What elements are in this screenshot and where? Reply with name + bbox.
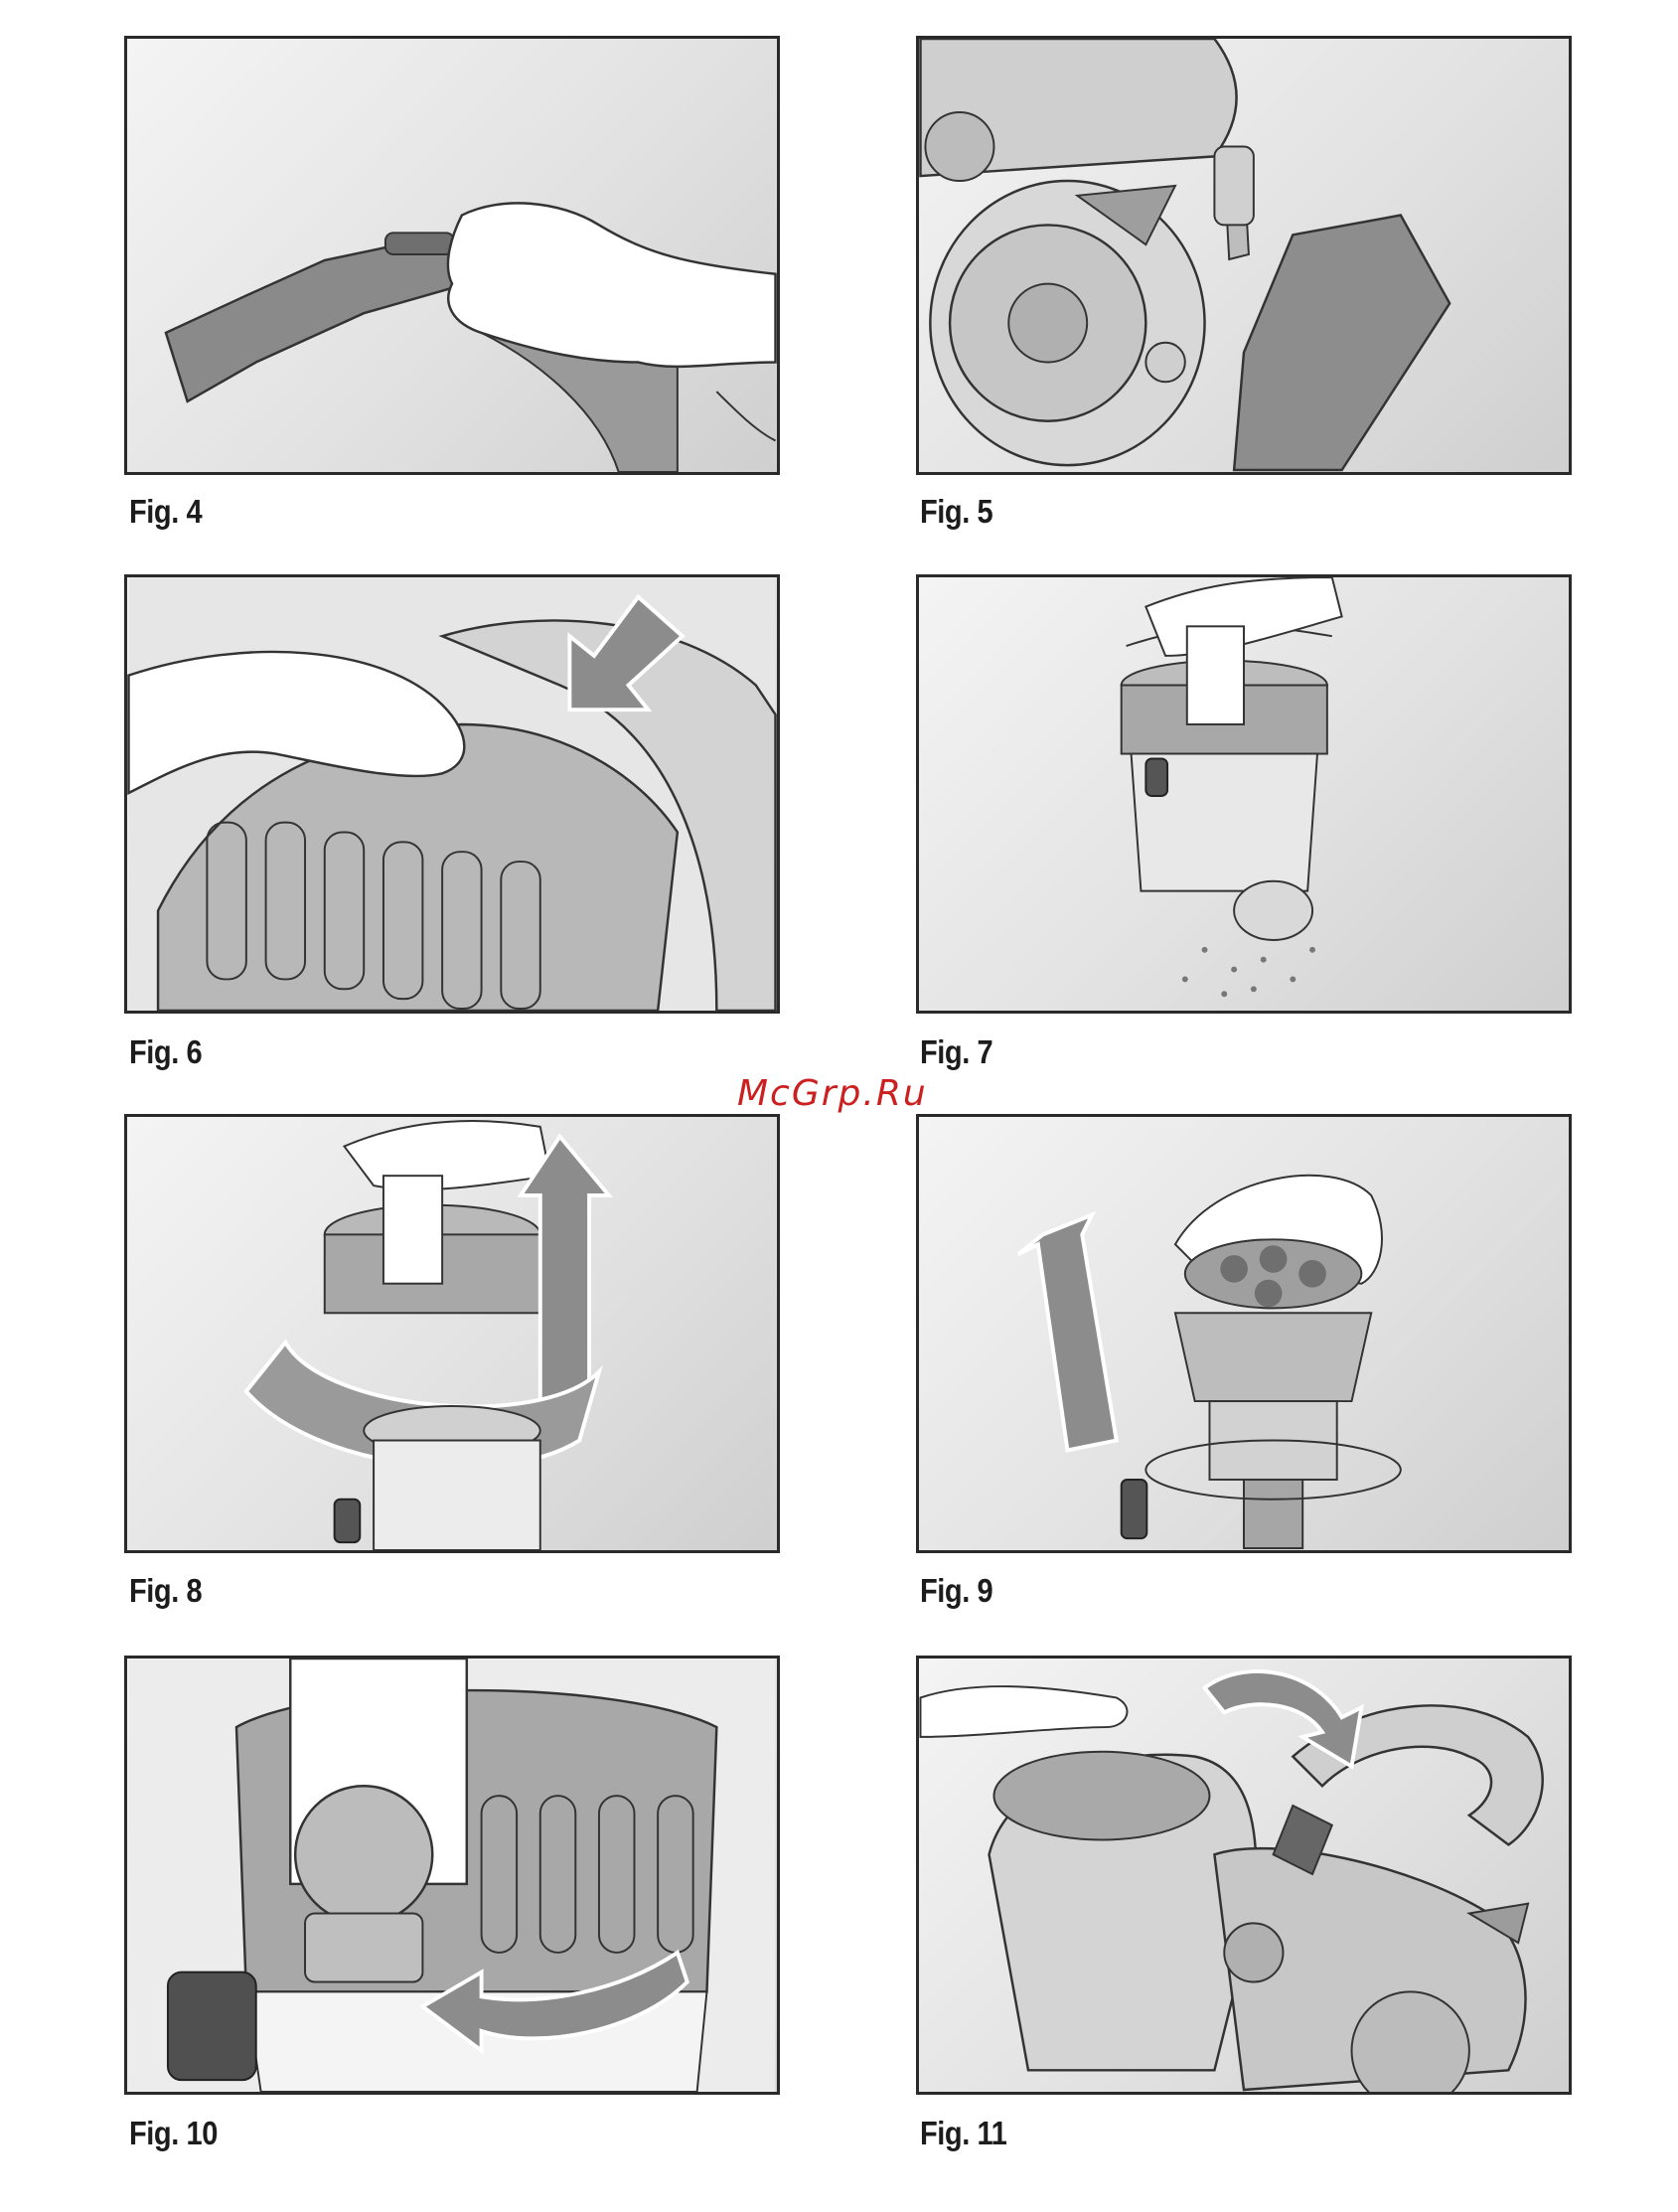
figure-5-illustration bbox=[916, 36, 1572, 475]
figure-4-caption: Fig. 4 bbox=[129, 493, 202, 531]
figure-10-caption: Fig. 10 bbox=[129, 2115, 218, 2152]
figure-6-caption: Fig. 6 bbox=[129, 1033, 202, 1071]
figure-4-illustration bbox=[124, 36, 780, 475]
empty-container-drawing bbox=[919, 577, 1569, 1011]
figure-7-caption: Fig. 7 bbox=[920, 1033, 992, 1071]
figure-7-illustration bbox=[916, 574, 1572, 1014]
figure-8-illustration bbox=[124, 1114, 780, 1553]
lock-lid-drawing bbox=[127, 1659, 777, 2092]
figure-9-illustration bbox=[916, 1114, 1572, 1553]
lift-filter-drawing bbox=[919, 1117, 1569, 1550]
watermark-text: McGrp.Ru bbox=[737, 1073, 928, 1114]
twist-lid-drawing bbox=[127, 1117, 777, 1550]
figure-11-caption: Fig. 11 bbox=[920, 2115, 1006, 2152]
figure-6-illustration bbox=[124, 574, 780, 1014]
figure-10-illustration bbox=[124, 1656, 780, 2095]
release-button-drawing bbox=[127, 577, 777, 1011]
figure-11-illustration bbox=[916, 1656, 1572, 2095]
hose-handle-drawing bbox=[127, 39, 777, 472]
figure-8-caption: Fig. 8 bbox=[129, 1572, 202, 1610]
figure-9-caption: Fig. 9 bbox=[920, 1572, 992, 1610]
insert-container-drawing bbox=[919, 1659, 1569, 2092]
figure-5-caption: Fig. 5 bbox=[920, 493, 992, 531]
vacuum-parking-drawing bbox=[919, 39, 1569, 472]
